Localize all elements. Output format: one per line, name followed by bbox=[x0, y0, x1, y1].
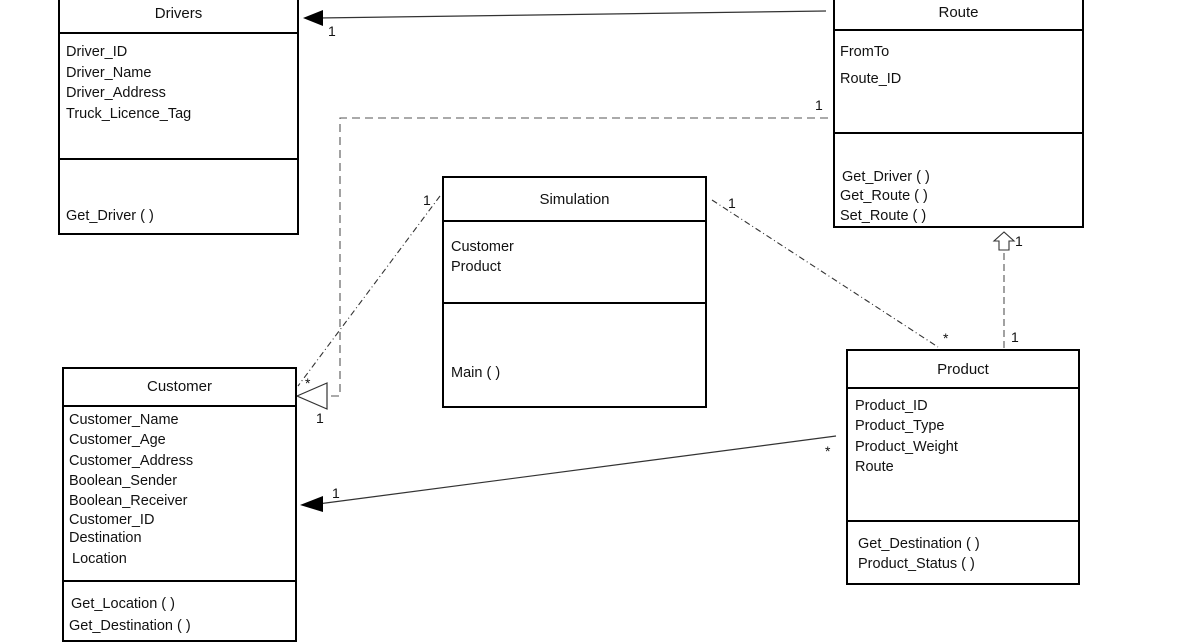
route-drivers-association bbox=[317, 10, 827, 19]
multiplicity-label: 1 bbox=[423, 192, 431, 208]
class-name: Route bbox=[835, 0, 1082, 31]
attribute: Customer_Address bbox=[69, 453, 194, 469]
attribute: Destination bbox=[69, 530, 142, 546]
simulation-product-link bbox=[711, 199, 939, 348]
multiplicity-label: * bbox=[943, 330, 949, 346]
operation: Product_Status ( ) bbox=[858, 556, 975, 572]
operation: Get_Location ( ) bbox=[71, 596, 175, 612]
compartment-divider bbox=[444, 302, 705, 304]
attribute: Truck_Licence_Tag bbox=[66, 106, 192, 122]
attribute: Location bbox=[72, 551, 127, 567]
multiplicity-label: * bbox=[305, 375, 311, 391]
attribute: Product_Weight bbox=[855, 439, 958, 455]
attribute: Customer bbox=[451, 239, 514, 255]
attribute: Boolean_Sender bbox=[69, 473, 178, 489]
class-drivers: Drivers Driver_ID Driver_Name Driver_Add… bbox=[58, 0, 299, 235]
operation: Get_Destination ( ) bbox=[858, 536, 980, 552]
compartment-divider bbox=[64, 580, 295, 582]
multiplicity-label: 1 bbox=[316, 410, 324, 426]
operation: Main ( ) bbox=[451, 365, 501, 381]
class-product: Product Product_ID Product_Type Product_… bbox=[846, 349, 1080, 585]
attribute: Customer_Name bbox=[69, 412, 179, 428]
attribute: FromTo bbox=[840, 44, 890, 60]
attribute: Customer_Age bbox=[69, 432, 166, 448]
class-name: Drivers bbox=[60, 0, 297, 34]
operation: Get_Driver ( ) bbox=[66, 208, 154, 224]
operation: Get_Route ( ) bbox=[840, 188, 928, 204]
attribute: Route_ID bbox=[840, 71, 902, 87]
multiplicity-label: 1 bbox=[728, 195, 736, 211]
class-name: Simulation bbox=[444, 178, 705, 222]
attribute: Product_ID bbox=[855, 398, 928, 414]
class-simulation: Simulation Customer Product Main ( ) bbox=[442, 176, 707, 408]
attribute: Driver_ID bbox=[66, 44, 128, 60]
class-route: Route FromTo Route_ID Get_Driver ( ) Get… bbox=[833, 0, 1084, 228]
attribute: Boolean_Receiver bbox=[69, 493, 188, 509]
multiplicity-label: 1 bbox=[332, 485, 340, 501]
attribute: Driver_Address bbox=[66, 85, 166, 101]
operation: Get_Driver ( ) bbox=[842, 169, 930, 185]
product-customer-arrowhead bbox=[300, 496, 323, 512]
class-customer: Customer Customer_Name Customer_Age Cust… bbox=[62, 367, 297, 642]
operation: Get_Destination ( ) bbox=[69, 618, 191, 634]
route-customer-hollow-arrowhead bbox=[295, 382, 328, 410]
route-customer-dependency bbox=[326, 117, 828, 397]
attribute: Driver_Name bbox=[66, 65, 152, 81]
multiplicity-label: 1 bbox=[328, 23, 336, 39]
attribute: Customer_ID bbox=[69, 512, 155, 528]
route-drivers-arrowhead bbox=[303, 10, 323, 26]
attribute: Product_Type bbox=[855, 418, 945, 434]
simulation-customer-link bbox=[297, 195, 441, 387]
multiplicity-label: 1 bbox=[1011, 329, 1019, 345]
attribute: Product bbox=[451, 259, 501, 275]
multiplicity-label: * bbox=[825, 443, 831, 459]
compartment-divider bbox=[60, 158, 297, 160]
product-route-hollow-arrowhead bbox=[992, 231, 1016, 251]
compartment-divider bbox=[835, 132, 1082, 134]
compartment-divider bbox=[848, 520, 1078, 522]
operation: Set_Route ( ) bbox=[840, 208, 927, 224]
multiplicity-label: 1 bbox=[815, 97, 823, 113]
class-name: Customer bbox=[64, 369, 295, 407]
multiplicity-label: 1 bbox=[1015, 233, 1023, 249]
product-customer-association bbox=[317, 435, 837, 505]
attribute: Route bbox=[855, 459, 894, 475]
class-name: Product bbox=[848, 351, 1078, 389]
